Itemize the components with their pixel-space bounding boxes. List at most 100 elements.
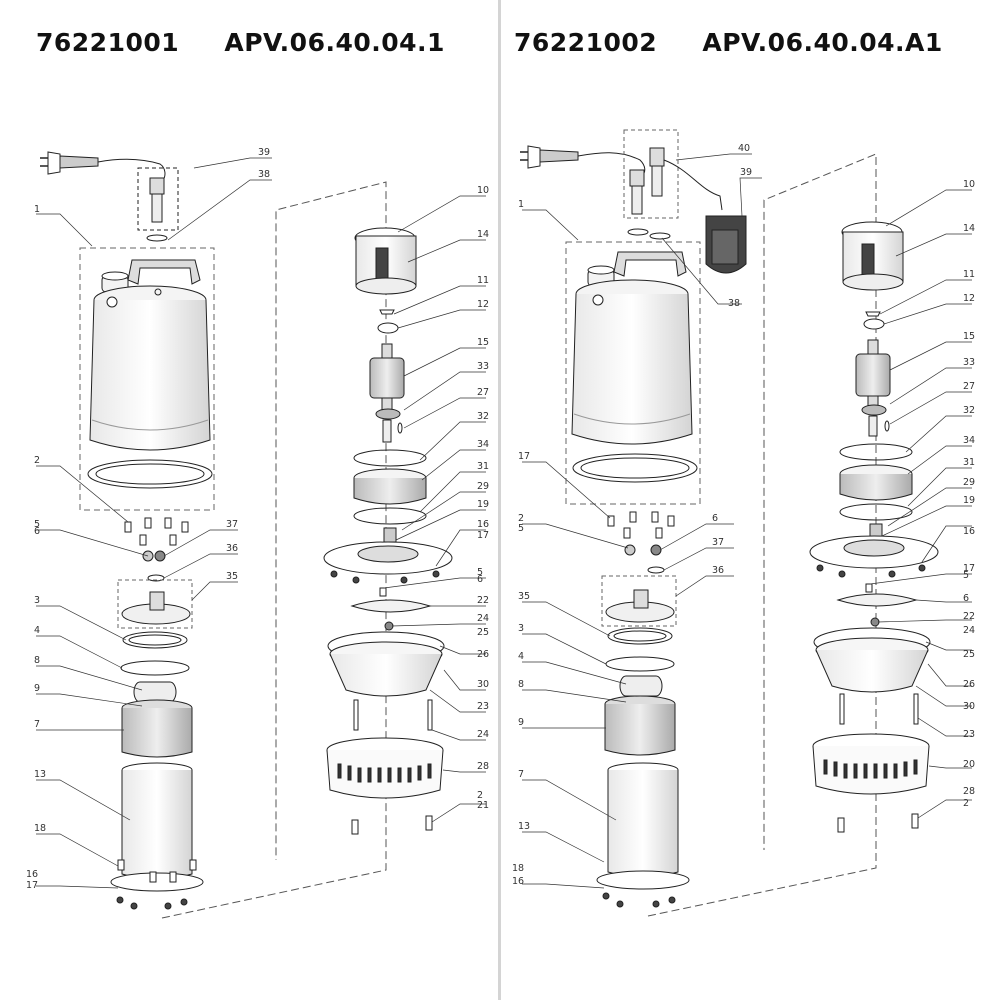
right-part-number: 12 (963, 293, 975, 304)
left-part-number: 5 (477, 567, 483, 578)
left-part-number: 22 (477, 595, 489, 606)
right-part-number: 18 (512, 863, 524, 874)
left-part-number: 11 (477, 275, 489, 286)
right-part-number: 38 (728, 298, 740, 309)
left-part-number: 32 (477, 411, 489, 422)
left-part-number: 16 (26, 869, 38, 880)
right-part-number: 34 (963, 435, 975, 446)
left-part-number: 7 (34, 719, 40, 730)
left-part-number: 24 (477, 729, 489, 740)
left-part-number: 31 (477, 461, 489, 472)
left-part-number: 1 (34, 204, 40, 215)
right-part-number: 8 (518, 679, 524, 690)
right-part-number: 19 (963, 495, 975, 506)
left-part-number: 36 (226, 543, 238, 554)
right-article-code: 76221002 (514, 28, 658, 57)
left-screws-2 (124, 517, 189, 546)
left-power-plug-icon (40, 151, 166, 181)
right-part-number: 9 (518, 717, 524, 728)
left-part-number: 2 (477, 790, 483, 801)
right-part-number: 37 (712, 537, 724, 548)
left-part-number: 28 (477, 761, 489, 772)
left-part-number: 37 (226, 519, 238, 530)
left-part-number: 4 (34, 625, 40, 636)
right-part-number: 23 (963, 729, 975, 740)
left-panel-drawing (40, 151, 453, 919)
right-header: 76221002 APV.06.40.04.A1 (514, 28, 943, 57)
right-part-number: 17 (963, 563, 975, 574)
left-part-number: 18 (34, 823, 46, 834)
left-part-number: 38 (258, 169, 270, 180)
left-part-number: 10 (477, 185, 489, 196)
right-part-number: 16 (963, 526, 975, 537)
left-part-number: 17 (477, 530, 489, 541)
right-part-number: 17 (518, 451, 530, 462)
right-part-number: 32 (963, 405, 975, 416)
right-part-number: 30 (963, 701, 975, 712)
left-part-number: 25 (477, 627, 489, 638)
left-article-code: 76221001 (36, 28, 180, 57)
right-part-number: 11 (963, 269, 975, 280)
right-part-number: 40 (738, 143, 750, 154)
right-part-number: 24 (963, 625, 975, 636)
left-part-number: 5 (34, 519, 40, 530)
right-part-number: 20 (963, 759, 975, 770)
right-part-number: 5 (518, 523, 524, 534)
left-part-number: 33 (477, 361, 489, 372)
right-part-number: 36 (712, 565, 724, 576)
left-part-number: 3 (34, 595, 40, 606)
right-part-number: 2 (963, 798, 969, 809)
right-part-number: 28 (963, 786, 975, 797)
right-part-number: 13 (518, 821, 530, 832)
left-part-number: 39 (258, 147, 270, 158)
left-part-number: 21 (477, 800, 489, 811)
left-part-numbers: 3938110141112153327323431291916172563736… (26, 147, 489, 891)
panel-divider (498, 0, 501, 1000)
left-part-number: 14 (477, 229, 489, 240)
left-part-number: 27 (477, 387, 489, 398)
left-header: 76221001 APV.06.40.04.1 (36, 28, 445, 57)
right-panel-drawing (520, 129, 939, 917)
right-part-number: 1 (518, 199, 524, 210)
left-part-number: 23 (477, 701, 489, 712)
right-power-plug-icon (520, 145, 646, 177)
right-part-number: 16 (512, 876, 524, 887)
right-part-number: 5 (963, 570, 969, 581)
right-part-number: 6 (963, 593, 969, 604)
right-part-number: 31 (963, 457, 975, 468)
left-part-number: 34 (477, 439, 489, 450)
right-part-number: 2 (518, 513, 524, 524)
right-part-number: 33 (963, 357, 975, 368)
right-part-number: 4 (518, 651, 524, 662)
right-part-numbers: 4039138101411121533273234312919161725637… (512, 143, 975, 887)
right-part-number: 10 (963, 179, 975, 190)
left-part-labels (36, 157, 486, 889)
left-part-number: 8 (34, 655, 40, 666)
right-part-number: 27 (963, 381, 975, 392)
left-part-number: 15 (477, 337, 489, 348)
left-part-number: 35 (226, 571, 238, 582)
right-part-number: 35 (518, 591, 530, 602)
left-model-number: APV.06.40.04.1 (224, 28, 445, 57)
right-model-number: APV.06.40.04.A1 (702, 28, 943, 57)
right-part-number: 29 (963, 477, 975, 488)
left-part-number: 6 (34, 526, 40, 537)
left-part-number: 13 (34, 769, 46, 780)
right-part-labels (522, 153, 972, 889)
left-part-number: 2 (34, 455, 40, 466)
right-part-number: 7 (518, 769, 524, 780)
right-part-number: 14 (963, 223, 975, 234)
left-part-number: 6 (477, 574, 483, 585)
right-part-number: 39 (740, 167, 752, 178)
left-part-number: 12 (477, 299, 489, 310)
left-part-number: 29 (477, 481, 489, 492)
right-part-number: 3 (518, 623, 524, 634)
right-part-number: 26 (963, 679, 975, 690)
left-part-number: 24 (477, 613, 489, 624)
left-part-number: 9 (34, 683, 40, 694)
left-part-number: 16 (477, 519, 489, 530)
right-part-number: 22 (963, 611, 975, 622)
left-part-number: 17 (26, 880, 38, 891)
